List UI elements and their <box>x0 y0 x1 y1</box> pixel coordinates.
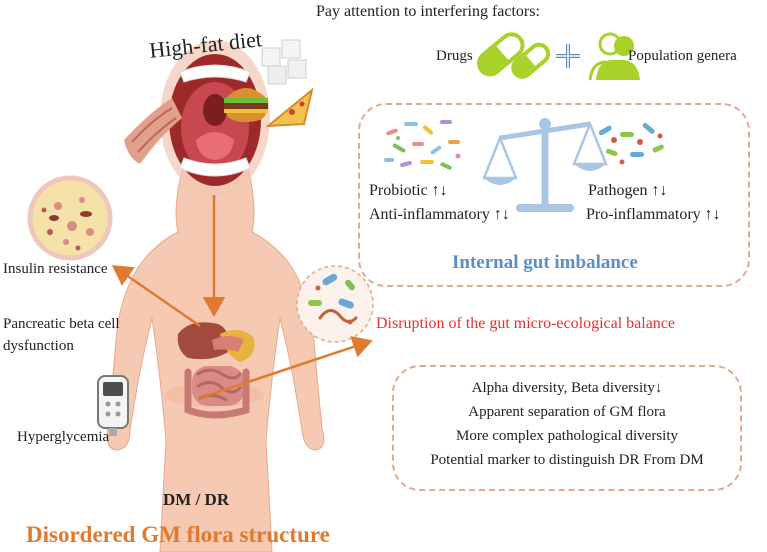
diversity-box <box>392 365 742 491</box>
footer-title: Disordered GM flora structure <box>26 522 330 547</box>
pathogen-label: Pathogen ↑↓ <box>588 182 668 199</box>
probiotic-label: Probiotic ↑↓ <box>369 182 448 199</box>
drugs-label: Drugs <box>436 48 473 64</box>
hyperglycemia-label: Hyperglycemia <box>17 429 110 445</box>
glucose-meter-icon <box>97 375 129 436</box>
population-label: Population genera <box>628 48 737 64</box>
esophagus-icon <box>124 98 182 164</box>
disruption-label: Disruption of the gut micro-ecological b… <box>376 315 676 332</box>
pancreatic-cell-icon <box>27 175 113 261</box>
pizza-icon <box>264 87 314 128</box>
insulin-resistance-label: Insulin resistance <box>3 261 108 277</box>
digestive-organs-icon <box>177 322 255 419</box>
pancreatic-label-line2: dysfunction <box>3 338 74 354</box>
pill-icon <box>477 32 551 79</box>
diversity-line-3: More complex pathological diversity <box>455 428 679 444</box>
gut-imbalance-title: Internal gut imbalance <box>452 252 638 273</box>
interfering-factors-title: Pay attention to interfering factors: <box>316 3 540 20</box>
microbe-circle-icon <box>296 265 374 343</box>
connector-arrows <box>111 195 373 400</box>
dm-dr-label: DM / DR <box>163 490 230 509</box>
balance-scale-icon <box>482 118 608 212</box>
mouth-icon <box>160 40 270 196</box>
diversity-line-4: Potential marker to distinguish DR From … <box>430 452 704 468</box>
population-icon <box>588 32 640 81</box>
probiotic-bacteria-icon <box>384 120 461 170</box>
pro-inflammatory-label: Pro-inflammatory ↑↓ <box>586 206 721 223</box>
gut-to-disruption-arrow <box>199 336 373 400</box>
anti-inflammatory-label: Anti-inflammatory ↑↓ <box>369 206 510 223</box>
gut-imbalance-box <box>358 103 750 287</box>
sugar-cubes-icon <box>261 39 307 85</box>
burger-icon <box>224 88 268 122</box>
pancreatic-label-line1: Pancreatic beta cell <box>3 316 120 332</box>
diversity-line-1: Alpha diversity, Beta diversity↓ <box>471 380 663 396</box>
gut-to-insulin-arrow <box>111 265 201 328</box>
diversity-line-2: Apparent separation of GM flora <box>468 404 666 420</box>
plus-icon <box>556 44 580 68</box>
pathogen-bacteria-icon <box>598 122 664 165</box>
